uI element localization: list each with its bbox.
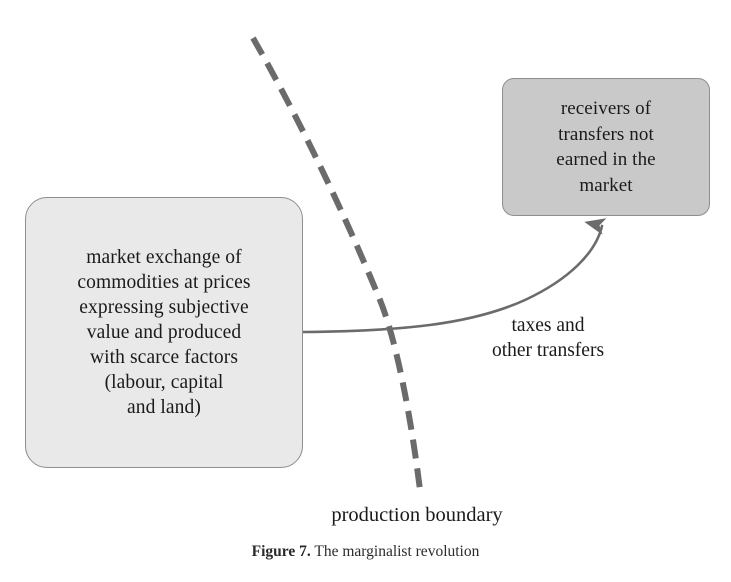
box-market-exchange-text: market exchange of commodities at prices… — [77, 247, 251, 418]
label-taxes-and-other-transfers: taxes and other transfers — [491, 315, 605, 361]
taxes-transfers-arrow — [301, 226, 602, 334]
label-production-boundary: production boundary — [331, 504, 503, 526]
box-market-exchange: market exchange of commodities at prices… — [25, 197, 303, 468]
figure-caption-number: Figure 7. — [251, 543, 311, 560]
figure-caption: Figure 7. The marginalist revolution — [0, 543, 731, 561]
figure-caption-text: The marginalist revolution — [310, 543, 480, 560]
box-transfer-receivers-text: receivers of transfers not earned in the… — [556, 98, 656, 196]
production-boundary-curve — [250, 36, 423, 491]
box-transfer-receivers: receivers of transfers not earned in the… — [502, 78, 710, 216]
